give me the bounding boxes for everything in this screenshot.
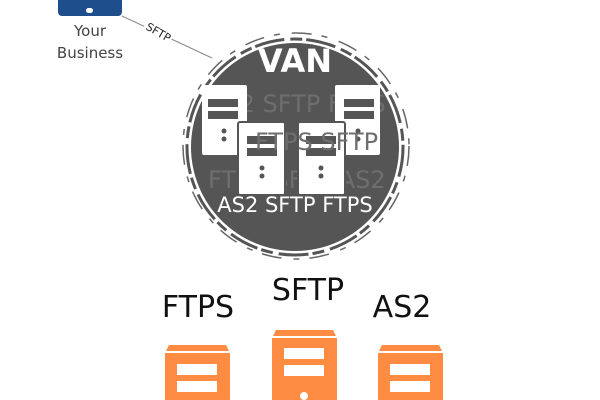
server-icon [378, 345, 443, 400]
protocol-label-ftps: FTPS [161, 290, 235, 325]
business-label-line1: Your [73, 22, 107, 40]
protocol-label-sftp: SFTP [271, 273, 345, 308]
server-icon [237, 121, 286, 196]
van-subtitle: AS2 SFTP FTPS [217, 193, 373, 217]
business-label-line2: Business [56, 44, 124, 62]
server-icon [335, 85, 380, 155]
protocol-label-as2: AS2 [372, 290, 432, 325]
server-icon [165, 345, 230, 400]
van-circle-brush-ring [185, 37, 405, 257]
van-title: VAN [257, 42, 333, 80]
server-icon [297, 121, 346, 196]
server-icon [272, 330, 337, 400]
watermark-text-2: FTPS SFTP [255, 128, 379, 156]
building-icon [86, 8, 93, 13]
server-icon [202, 85, 247, 155]
van-circle-outer-ring [182, 32, 410, 260]
